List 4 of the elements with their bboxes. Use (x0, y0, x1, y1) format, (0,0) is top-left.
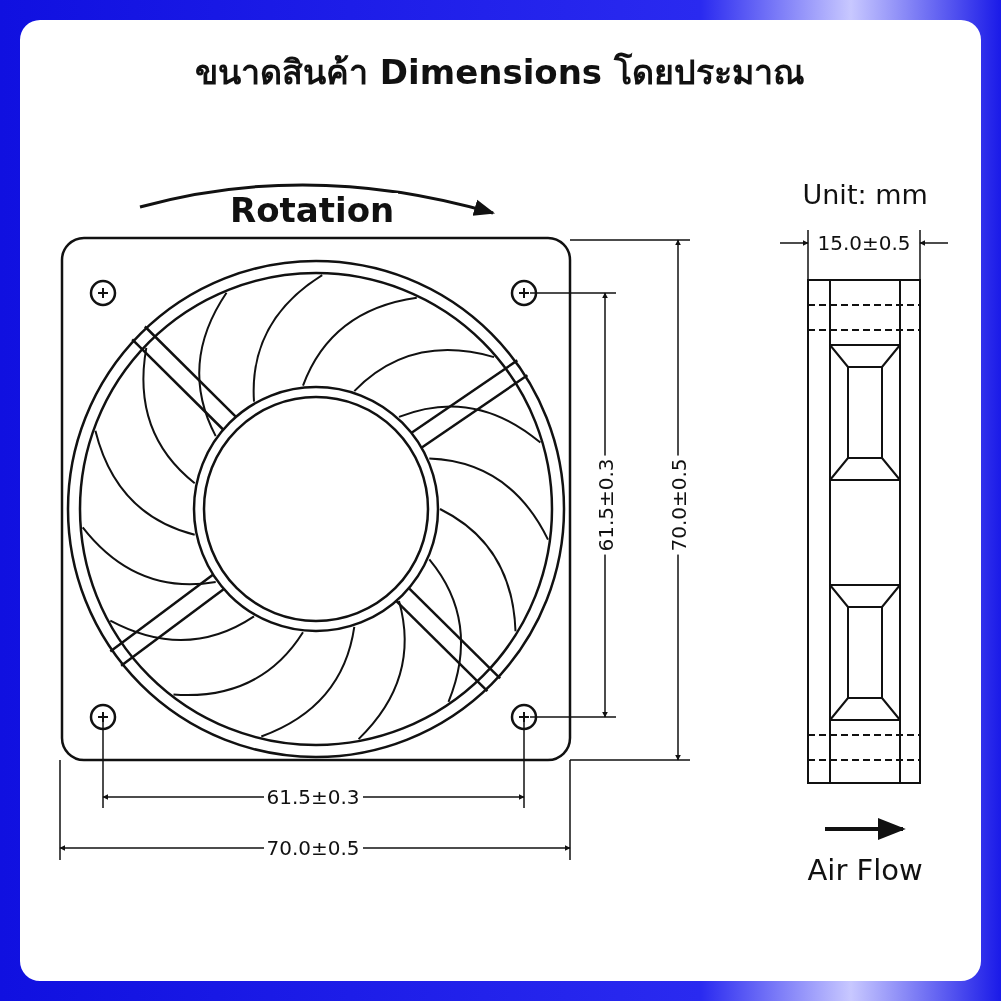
dimension-label: 61.5±0.3 (263, 787, 363, 807)
dimension-label: 70.0±0.5 (263, 838, 363, 858)
airflow-label: Air Flow (807, 855, 923, 885)
unit-label: Unit: mm (802, 180, 928, 208)
